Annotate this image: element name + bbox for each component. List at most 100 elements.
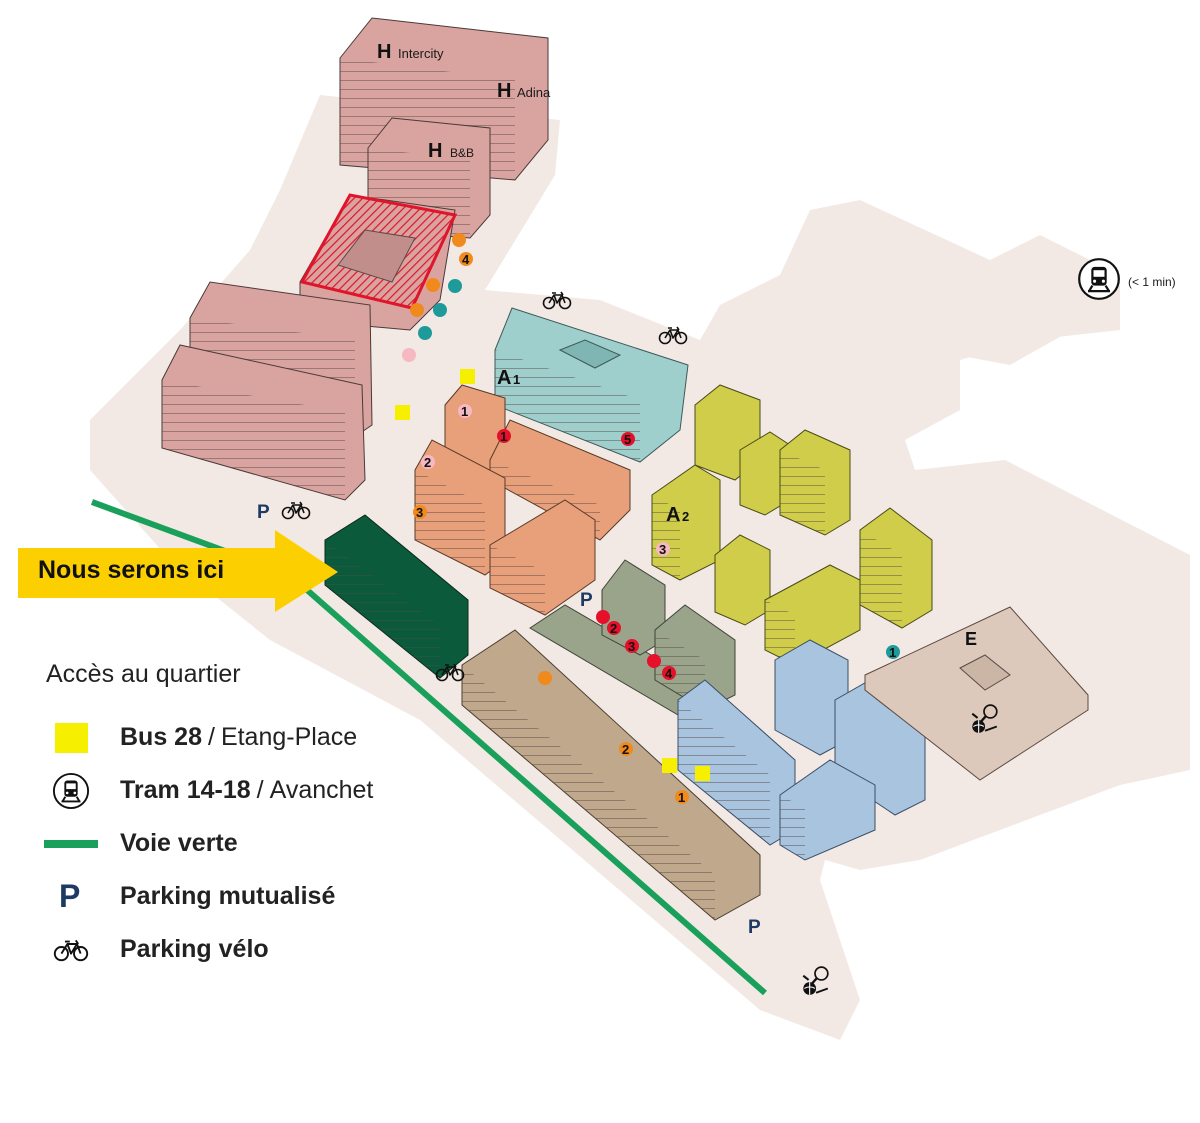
marker-number: 1 [500,429,507,444]
legend-bike-name: Parking vélo [120,935,269,963]
building-a1 [494,307,689,463]
numbered-marker: 1 [458,404,472,419]
legend-tram-sub: Avanchet [269,776,374,804]
bus-stop [695,766,710,781]
marker-dot [647,654,661,668]
legend-bus-name: Bus 28 [120,723,202,751]
marker-number: 4 [462,252,470,267]
marker-dot [426,278,440,292]
legend-item-voie-verte: Voie verte [40,817,460,870]
hotel-blocks [161,17,549,501]
marker-dot [497,429,511,443]
legend-item-bike: Parking vélo [40,923,460,976]
plain-markers [402,233,661,685]
bus-stop [395,405,410,420]
hotel-bb-name: B&B [450,146,474,160]
a2-sub: 2 [682,509,689,524]
a2-tower-south-west [714,534,771,626]
parking-icon: P [748,917,761,938]
tram-icon [1078,258,1120,300]
brown-block-floors [462,665,715,920]
numbered-marker: 2 [619,742,633,757]
hotel-intercity-label: H [377,41,391,63]
a1-sub: 1 [513,372,520,387]
marker-dot [625,639,639,653]
street-arm-east [880,300,1090,365]
parking-markers: P P P [257,502,761,938]
blue-bar-west-floors [678,700,770,845]
a2-tower-south-east-floors [860,530,902,628]
callout-arrow [18,530,338,612]
legend-item-parking: P Parking mutualisé [40,870,460,923]
numbered-marker: 3 [413,505,427,520]
numbered-marker: 2 [607,621,621,636]
marker-number: 2 [622,742,629,757]
marker-number: 1 [889,645,896,660]
blue-bar-south-floors [780,795,805,860]
tram-icon [52,772,90,809]
a1-courtyard [558,339,622,369]
legend-parking-name: Parking mutualisé [120,882,336,910]
building-here [324,514,469,679]
building-labels: H Intercity H Adina H B&B A 1 A 2 E [377,41,977,649]
legend-voie-verte-name: Voie verte [120,829,238,857]
a2-bar-south-floors [765,600,795,665]
marker-dot [662,666,676,680]
marker-dot [607,621,621,635]
marker-dot [421,455,435,469]
bicycle-icon [53,939,89,961]
brown-block [461,629,761,921]
hotel-bb-label: H [428,140,442,162]
hotel-adina-name: Adina [517,85,551,100]
legend-bus-sub: Etang-Place [220,723,358,751]
legend: Accès au quartier Bus 28 / Etang-Place T… [40,660,460,976]
a1-label: A [497,367,511,389]
marker-dot [433,303,447,317]
marker-dot [452,233,466,247]
numbered-marker: 1 [675,790,689,805]
bus-stop [662,758,677,773]
hotel-adina-label: H [497,80,511,102]
marker-dot [458,404,472,418]
e-label: E [965,629,977,649]
marker-dot [886,645,900,659]
marker-dot [621,432,635,446]
marker-number: 3 [628,639,635,654]
building-e [864,606,1089,781]
marker-dot [459,252,473,266]
marker-dot [538,671,552,685]
callout-label: Nous serons ici [38,556,225,584]
numbered-marker: 4 [459,252,473,267]
marker-number: 4 [665,666,673,681]
numbered-marker: 1 [886,645,900,660]
marker-number: 1 [678,790,685,805]
numbered-marker: 1 [497,429,511,444]
a2-label: A [666,504,680,526]
marker-dot [596,610,610,624]
courtyard-inner [337,229,416,283]
numbered-marker: 3 [656,542,670,557]
legend-bus-sep: / [207,723,215,751]
marker-dot [402,348,416,362]
numbered-marker: 2 [421,455,435,470]
marker-number: 3 [659,542,666,557]
legend-tram-name: Tram 14-18 [120,776,251,804]
here-block-floors [325,540,440,678]
e-courtyard [959,654,1011,691]
legend-item-tram: Tram 14-18 / Avanchet [40,764,460,817]
bus-stop-icon [40,722,120,753]
marker-dot [619,742,633,756]
a2-wing-west-floors [652,495,680,580]
legend-tram-sep: / [256,776,264,804]
parking-icon: P [580,590,593,611]
orange-block-west-floors [415,470,485,575]
marker-number: 3 [416,505,423,520]
a2-tower-east-floors [780,450,825,535]
marker-dot [448,279,462,293]
hotel-intercity-name: Intercity [398,46,444,61]
hotel-front-floors [162,380,345,500]
marker-number: 5 [624,432,631,447]
numbered-marker: 4 [662,666,676,681]
